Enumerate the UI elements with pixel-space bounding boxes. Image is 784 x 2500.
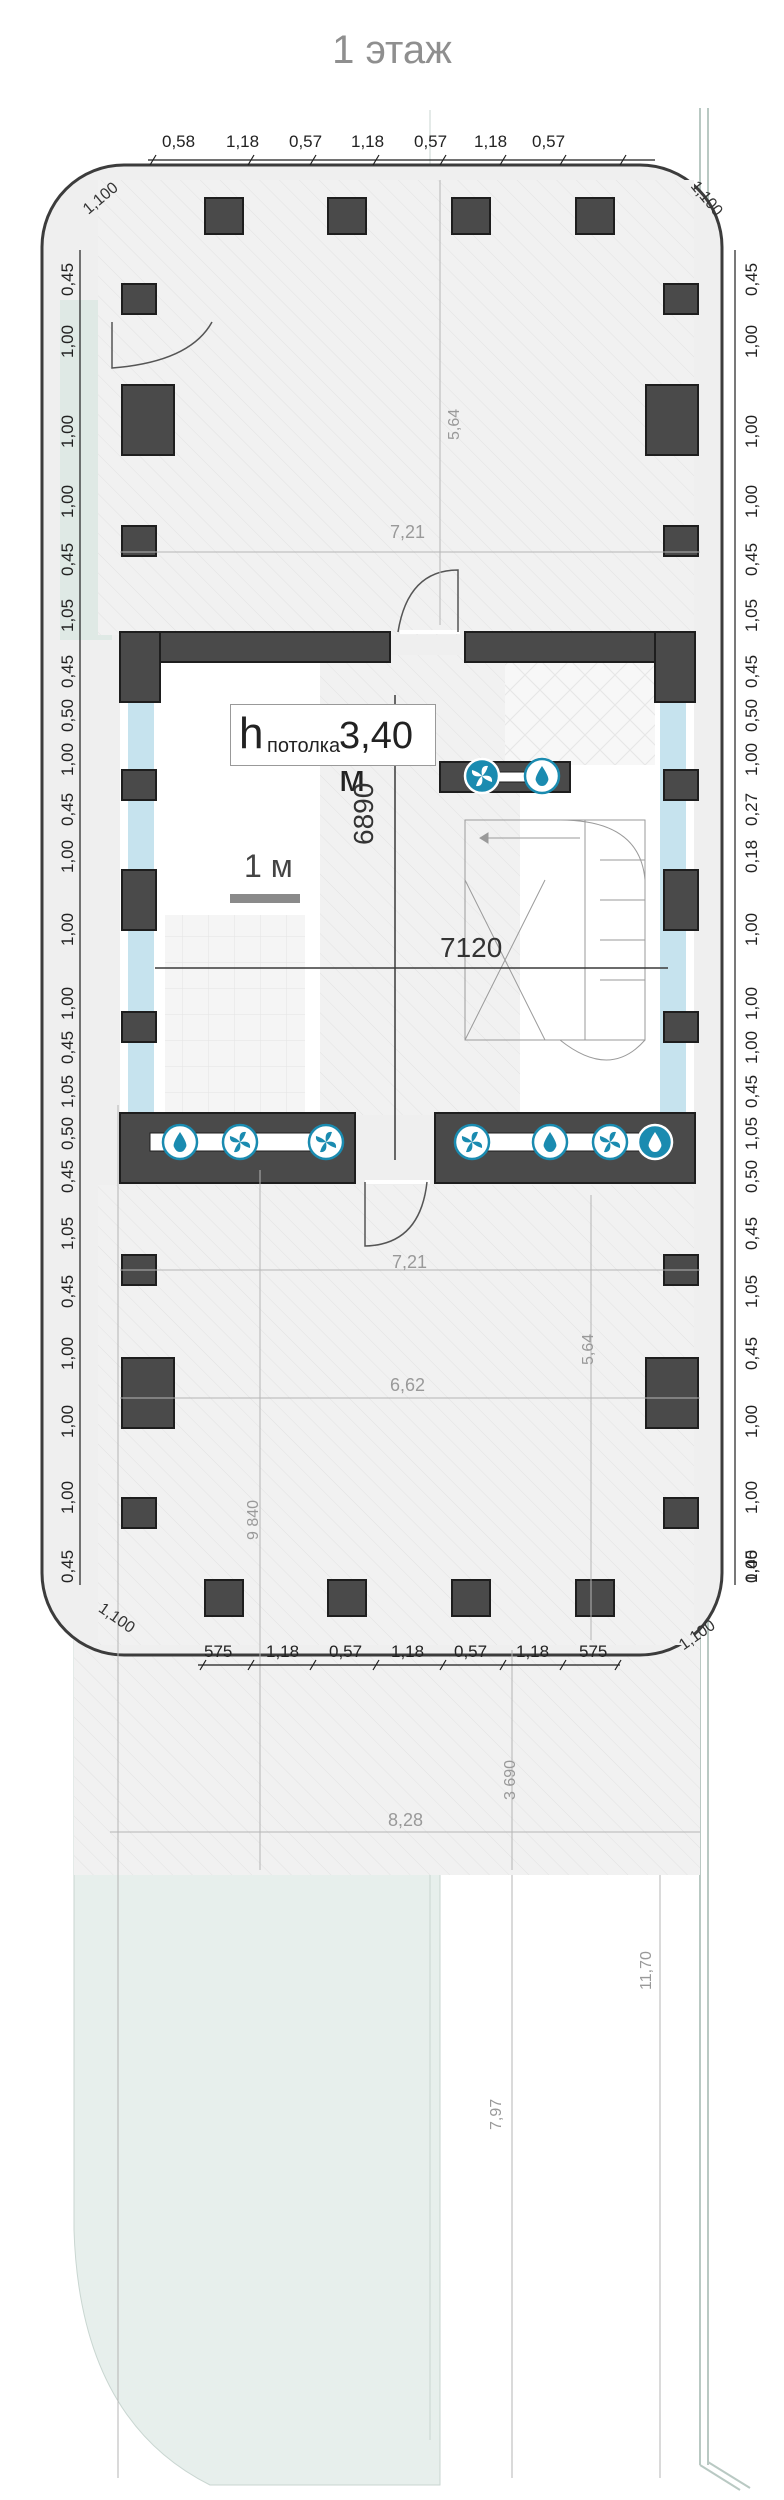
dimension-label: 0,58 [162, 132, 196, 151]
dimension-label: 1,00 [742, 1404, 761, 1438]
dimension-label: 1,00 [58, 414, 77, 448]
dimension-label: 0,45 [58, 262, 77, 296]
dimension-label: 575 [579, 1642, 608, 1661]
dimension-label: 0,45 [58, 1274, 77, 1308]
dimension-label: 0,45 [58, 1549, 77, 1583]
fan-icon [221, 1123, 259, 1161]
dimension-label: 0,50 [742, 1159, 761, 1193]
dimension-label: 1,00 [58, 742, 77, 776]
dimension-label: 0,45 [742, 542, 761, 576]
dimension-label: 1,00 [742, 1480, 761, 1514]
dimension-label: 0,45 [58, 1159, 77, 1193]
dimension-label: 0,45 [58, 654, 77, 688]
scale-bar [230, 894, 300, 903]
lawn-total: 11,70 [638, 1951, 655, 1990]
dimension-label: 1,00 [742, 414, 761, 448]
dimension-label: 0,45 [742, 1549, 761, 1583]
room-width-dimension: 7120 [440, 932, 503, 963]
doors [111, 321, 460, 1247]
dimension-label: 0,45 [742, 1336, 761, 1370]
front-depth: 3 690 [502, 1759, 519, 1800]
water-drop-icon [636, 1123, 674, 1161]
dimension-label: 0,45 [58, 792, 77, 826]
fan-icon [307, 1123, 345, 1161]
dimension-label: 1,18 [474, 132, 508, 151]
dimension-label: 1,18 [351, 132, 385, 151]
dimension-label: 0,57 [532, 132, 566, 151]
dimension-label: 1,05 [742, 1116, 761, 1150]
room-height-dimension: 6890 [348, 782, 379, 845]
dimension-label: 1,18 [226, 132, 260, 151]
dimension-label: 0,50 [742, 698, 761, 732]
ceiling-prefix: h [239, 709, 264, 758]
dimension-label: 0,27 [742, 792, 761, 826]
dimension-label: 0,45 [742, 1074, 761, 1108]
floor-title: 1 этаж [332, 28, 452, 72]
stair [464, 819, 646, 1061]
dimension-label: 0,57 [329, 1642, 363, 1661]
dimension-label: 1,00 [742, 1030, 761, 1064]
dimension-label: 1,00 [58, 484, 77, 518]
dimension-label: 1,00 [742, 912, 761, 946]
upper-terrace [98, 180, 694, 635]
dimension-label: 575 [204, 1642, 233, 1661]
dimension-label: 0,18 [742, 839, 761, 873]
dimension-label: 1,00 [742, 324, 761, 358]
dimension-label: 1,00 [742, 742, 761, 776]
upper-terrace-depth: 5,64 [446, 408, 463, 440]
water-drop-icon [161, 1123, 199, 1161]
dimension-label: 1,05 [58, 1074, 77, 1108]
dimension-label: 1,05 [58, 1216, 77, 1250]
scale-label: 1 м [244, 848, 293, 884]
dimension-label: 0,57 [454, 1642, 488, 1661]
lawn-length: 7,97 [488, 2098, 505, 2130]
dimension-label: 1,05 [58, 598, 77, 632]
fan-icon [453, 1123, 491, 1161]
dimension-label: 0,45 [58, 542, 77, 576]
dimension-label: 1,18 [391, 1642, 425, 1661]
lower-terrace-width: 7,21 [392, 1252, 428, 1272]
dimension-label: 1,00 [58, 839, 77, 873]
dimension-label: 1,00 [58, 1404, 77, 1438]
dimension-label: 1,00 [58, 324, 77, 358]
lower-terrace-depth: 5,64 [580, 1333, 597, 1365]
total-length: 9 840 [245, 1499, 262, 1540]
dimension-label: 1,05 [742, 598, 761, 632]
dimension-label: 1,00 [742, 484, 761, 518]
dimension-label: 1,18 [266, 1642, 300, 1661]
water-drop-icon [531, 1123, 569, 1161]
water-drop-icon [523, 757, 561, 795]
dimension-label: 0,45 [742, 1216, 761, 1250]
dimension-label: 1,00 [58, 1336, 77, 1370]
dimension-label: 1,05 [742, 1274, 761, 1308]
lower-terrace [98, 1185, 694, 1645]
site-width: 8,28 [388, 1810, 424, 1830]
fixture-icons [161, 757, 674, 1161]
dimension-label: 0,57 [289, 132, 323, 151]
columns [121, 197, 699, 1617]
ceiling-label: потолка [267, 735, 341, 757]
dimension-label: 0,45 [742, 262, 761, 296]
ceiling-value: 3,40 м [339, 715, 413, 800]
dimension-label: 1,00 [742, 986, 761, 1020]
ceiling-height-label: h потолка 3,40 м [230, 704, 436, 800]
dimension-label: 1,00 [58, 986, 77, 1020]
lower-terrace-inner: 6,62 [390, 1375, 426, 1395]
dimension-label: 0,45 [742, 654, 761, 688]
dimension-label: 1,18 [516, 1642, 550, 1661]
dimension-label: 0,50 [58, 1116, 77, 1150]
fan-icon [591, 1123, 629, 1161]
fan-icon [463, 757, 501, 795]
dimension-label: 0,45 [58, 1030, 77, 1064]
dimension-label: 0,50 [58, 698, 77, 732]
upper-terrace-width: 7,21 [390, 522, 426, 542]
dimension-label: 1,00 [58, 912, 77, 946]
dimension-label: 1,00 [58, 1480, 77, 1514]
dimension-label: 0,57 [414, 132, 448, 151]
